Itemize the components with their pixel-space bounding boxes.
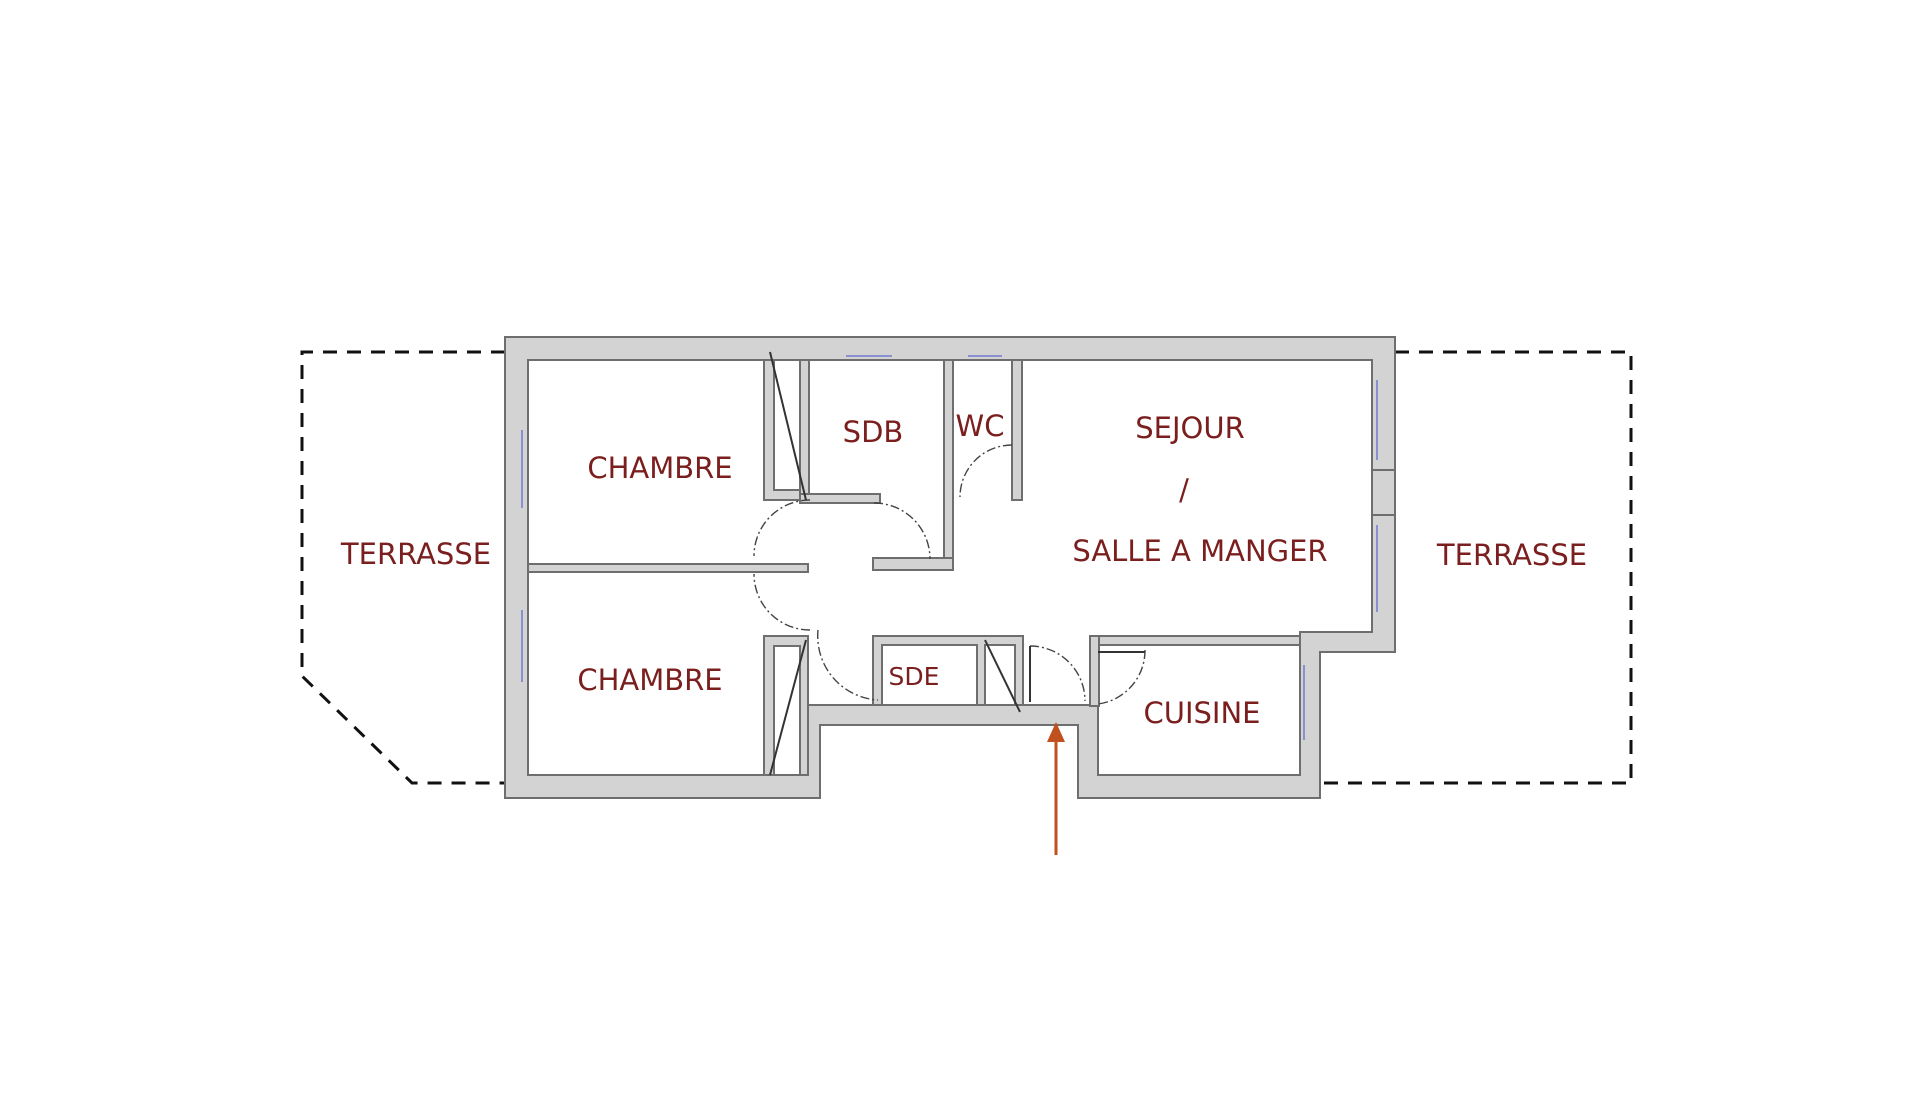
terrace-right-outline (1320, 350, 1633, 785)
label-chambre-top: CHAMBRE (587, 451, 732, 485)
entrance-arrowhead (1047, 722, 1065, 742)
label-chambre-bottom: CHAMBRE (577, 663, 722, 697)
wall-kitchen-left (1089, 635, 1100, 707)
entrance-arrow (1047, 722, 1065, 855)
terrace-outlines (300, 350, 1633, 785)
label-sdb: SDB (843, 415, 904, 449)
label-sde: SDE (889, 662, 940, 691)
label-terrasse-left: TERRASSE (340, 537, 491, 571)
windows (521, 355, 1378, 740)
label-sejour-slash: / (1179, 473, 1189, 507)
wall-kitchen-top (1089, 635, 1301, 646)
label-wc: WC (956, 409, 1005, 443)
doors (753, 351, 1146, 776)
label-terrasse-right: TERRASSE (1436, 538, 1587, 572)
label-salle-a-manger: SALLE A MANGER (1072, 534, 1327, 568)
label-cuisine: CUISINE (1143, 696, 1260, 730)
wall-bedrooms-divider (527, 563, 809, 573)
wall-sdb-bottom-right (872, 557, 954, 571)
wall-sejour-pillar (1371, 469, 1396, 516)
label-sejour: SEJOUR (1135, 411, 1245, 445)
room-labels: CHAMBRE CHAMBRE SDB WC SEJOUR / SALLE A … (340, 409, 1587, 730)
wall-sdb-right (943, 359, 954, 571)
wall-sdb-bottom (799, 493, 881, 504)
wall-wc-right (1011, 359, 1023, 501)
